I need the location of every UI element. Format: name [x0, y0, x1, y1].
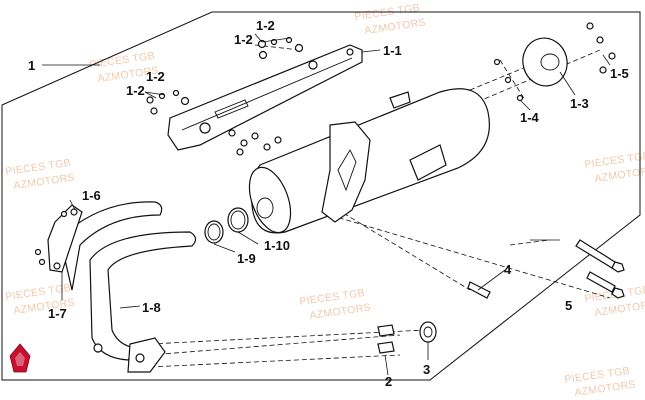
callout-1: 1: [28, 58, 35, 73]
leader-lines: [42, 33, 611, 376]
callout-1-8: 1-8: [142, 300, 161, 315]
callout-1-6: 1-6: [82, 188, 101, 203]
callout-1-2: 1-2: [256, 18, 275, 33]
heat-shield: [167, 44, 363, 151]
callout-1-1: 1-1: [383, 43, 402, 58]
callout-labels: 1 1-1 1-2 1-2 1-2 1-2 1-3 1-4 1-5 1-6 1-…: [28, 18, 629, 389]
callout-1-9: 1-9: [237, 251, 256, 266]
pipe-clamps: [204, 207, 249, 244]
alignment-lines: [149, 44, 611, 368]
muffler: [248, 88, 490, 234]
pipe-bracket: [34, 204, 83, 273]
callout-1-2: 1-2: [126, 83, 145, 98]
callout-1-5: 1-5: [610, 66, 629, 81]
callout-1-4: 1-4: [520, 110, 540, 125]
callout-1-2: 1-2: [146, 69, 165, 84]
callout-1-3: 1-3: [570, 96, 589, 111]
callout-5: 5: [565, 298, 572, 313]
callout-4: 4: [504, 262, 512, 277]
gasket-and-nuts: [377, 321, 437, 354]
callout-1-7: 1-7: [48, 306, 67, 321]
callout-1-2: 1-2: [234, 32, 253, 47]
callout-1-10: 1-10: [264, 238, 290, 253]
brand-logo: [9, 343, 31, 373]
assembly-frame: [1, 11, 641, 381]
end-cap: [493, 22, 616, 102]
callout-3: 3: [423, 362, 430, 377]
exhaust-pipe: [59, 201, 197, 373]
callout-2: 2: [385, 374, 392, 389]
mounting-bolts: [467, 239, 625, 299]
shield-bolts: [146, 36, 304, 156]
